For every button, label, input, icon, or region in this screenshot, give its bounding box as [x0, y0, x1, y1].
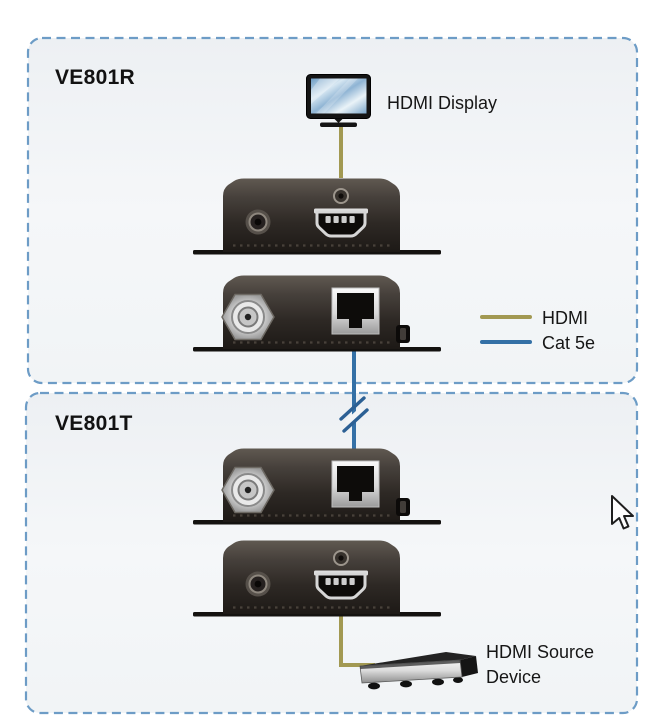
ir-jack-icon — [245, 571, 271, 597]
hdmi-port-icon — [314, 208, 368, 238]
screw-icon — [333, 188, 349, 204]
rj45-port-icon — [331, 287, 380, 335]
receiver-hdmi-panel — [193, 178, 441, 255]
hdmi-source-label-line2: Device — [486, 667, 542, 687]
hdmi-cable-transmitter-to-source-vertical — [339, 616, 343, 667]
mouse-cursor-icon — [611, 495, 634, 530]
hdmi-source-device-icon — [359, 652, 478, 690]
legend-swatch-cat5e — [480, 340, 532, 344]
hdmi-source-device-label: HDMI Source Device — [486, 640, 594, 690]
ir-jack-icon — [245, 209, 271, 235]
screw-icon — [333, 550, 349, 566]
hdmi-source-label-line1: HDMI Source — [486, 642, 595, 662]
legend-label-cat5e: Cat 5e — [542, 333, 596, 353]
transmitter-box-label: VE801T — [55, 412, 133, 435]
legend-swatch-hdmi — [480, 315, 532, 319]
receiver-box-label: VE801R — [55, 66, 136, 89]
transmitter-rj45-panel — [193, 448, 441, 525]
power-jack-icon — [221, 293, 275, 341]
cat5e-cable — [352, 349, 356, 449]
hdmi-display-label: HDMI Display — [387, 93, 498, 113]
hdmi-cable-transmitter-to-source-horizontal — [339, 663, 375, 667]
rj45-port-icon — [331, 460, 380, 508]
receiver-rj45-panel — [193, 275, 441, 352]
hdmi-display-icon — [306, 74, 371, 127]
legend-label-hdmi: HDMI — [542, 308, 588, 328]
cable-break-icon — [339, 396, 369, 433]
hdmi-cable-display-to-receiver — [339, 124, 343, 178]
power-jack-icon — [221, 466, 275, 514]
hdmi-port-icon — [314, 570, 368, 600]
transmitter-hdmi-panel — [193, 540, 441, 617]
